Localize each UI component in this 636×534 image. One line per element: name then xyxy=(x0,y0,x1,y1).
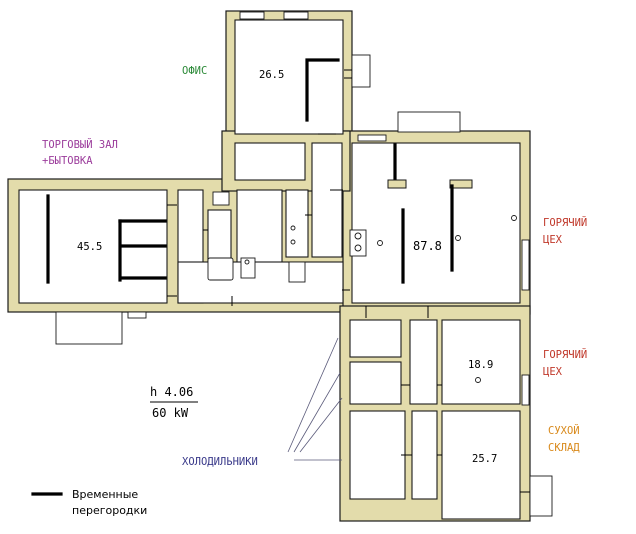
temporary-partitions xyxy=(46,58,473,284)
room-hall-lower xyxy=(177,261,344,304)
spec-height: h 4.06 xyxy=(150,385,193,399)
room-dry-store xyxy=(441,410,521,520)
stove-fixture xyxy=(349,229,367,257)
room-corridor-top xyxy=(234,142,306,181)
label-fridges: ХОЛОДИЛЬНИКИ xyxy=(182,456,258,468)
spec-power: 60 kW xyxy=(152,406,189,420)
label-dry-store-1: СУХОЙ xyxy=(548,424,580,437)
rooms xyxy=(18,19,521,520)
label-hot-shop-1b: ЦЕХ xyxy=(543,234,563,246)
room-hot-shop-1 xyxy=(351,142,521,304)
area-office: 26.5 xyxy=(259,69,284,81)
room-wc-3 xyxy=(285,189,309,258)
label-hot-shop-2a: ГОРЯЧИЙ xyxy=(543,348,587,361)
room-cell-4 xyxy=(349,410,406,500)
windows xyxy=(55,11,553,517)
fixtures xyxy=(207,191,517,383)
sink-fixture xyxy=(212,191,230,206)
appliance-fixture xyxy=(288,261,306,283)
legend-line1: Временные xyxy=(72,488,138,501)
label-trade-hall-1: ТОРГОВЫЙ ЗАЛ xyxy=(42,138,118,151)
label-hot-shop-1a: ГОРЯЧИЙ xyxy=(543,216,587,229)
toilet-fixture xyxy=(240,257,256,279)
room-cell-5 xyxy=(411,410,438,500)
label-office: ОФИС xyxy=(182,65,207,77)
room-corridor-strip xyxy=(311,142,343,258)
room-cell-1 xyxy=(349,319,402,358)
label-dry-store-2: СКЛАД xyxy=(548,442,580,454)
room-cell-2 xyxy=(349,361,402,405)
area-trade-hall: 45.5 xyxy=(77,241,102,253)
room-cell-3 xyxy=(409,319,438,405)
area-hot-shop-1: 87.8 xyxy=(413,239,442,253)
label-trade-hall-2: +БЫТОВКА xyxy=(42,155,93,167)
bathtub-fixture xyxy=(207,257,234,281)
room-hot-shop-2 xyxy=(441,319,521,405)
area-dry-store: 25.7 xyxy=(472,453,497,465)
label-hot-shop-2b: ЦЕХ xyxy=(543,366,563,378)
fridge-leaders xyxy=(287,337,343,461)
legend-line2: перегородки xyxy=(72,504,147,517)
area-hot-shop-2: 18.9 xyxy=(468,359,493,371)
door-marks xyxy=(167,69,530,493)
room-office xyxy=(234,19,344,135)
